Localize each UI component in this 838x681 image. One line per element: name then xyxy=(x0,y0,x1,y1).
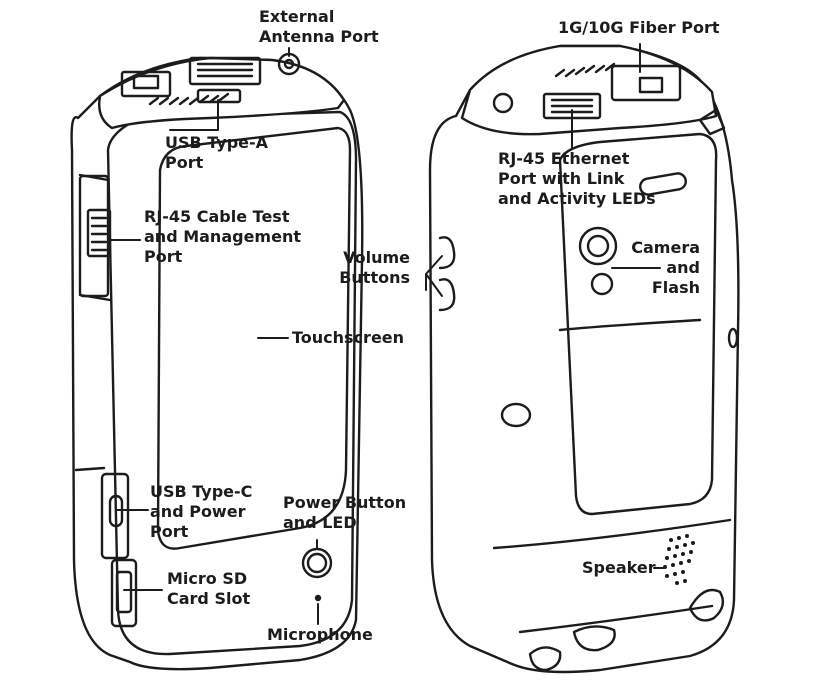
back-antenna-port-icon xyxy=(492,92,514,114)
volume-up-button xyxy=(438,236,456,270)
front-top-face xyxy=(98,56,346,130)
camera-icon xyxy=(578,226,618,266)
back-device xyxy=(428,44,740,674)
touchscreen-panel xyxy=(156,126,352,550)
microphone-icon xyxy=(314,594,322,602)
top-rj45-block xyxy=(188,56,262,86)
label-touchscreen: Touchscreen xyxy=(292,328,405,347)
back-side-button xyxy=(500,402,532,428)
fiber-port-icon xyxy=(610,64,682,102)
back-top-face xyxy=(460,44,718,136)
flash-icon xyxy=(590,272,614,296)
leader-lines xyxy=(109,43,665,625)
usb-c-housing xyxy=(100,472,130,560)
back-foot-corner xyxy=(528,646,562,672)
label-microphone: Microphone xyxy=(267,625,373,644)
back-top-vents-icon xyxy=(554,62,616,78)
label-fiber-port: 1G/10G Fiber Port xyxy=(558,18,720,37)
back-body-outline xyxy=(428,44,740,674)
label-speaker: Speaker xyxy=(582,558,656,577)
rj45-cable-test-port-icon xyxy=(86,208,112,258)
micro-sd-slot-icon xyxy=(115,570,133,614)
back-foot-left xyxy=(572,625,616,652)
speaker-grille-icon xyxy=(663,534,695,585)
micro-sd-housing xyxy=(110,558,138,628)
top-connector-block xyxy=(120,70,172,98)
back-foot-right xyxy=(688,588,725,622)
back-panel xyxy=(558,132,718,516)
volume-down-button xyxy=(438,278,456,312)
rj45-side-housing xyxy=(78,174,110,298)
front-device xyxy=(70,52,364,671)
top-vents-icon xyxy=(148,92,230,106)
